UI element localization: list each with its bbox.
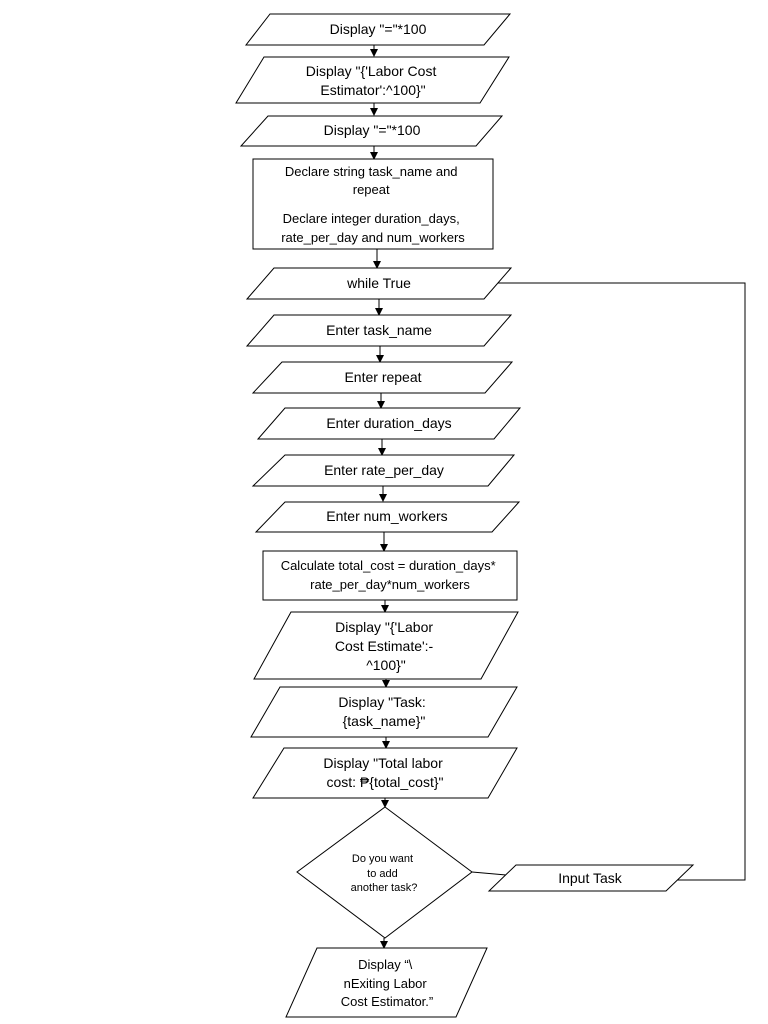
enter-rate-per-day-node bbox=[251, 454, 516, 487]
while-true-node bbox=[245, 267, 513, 300]
enter-rate-per-day-text: Enter rate_per_day bbox=[324, 462, 444, 478]
enter-task-name-text: Enter task_name bbox=[326, 322, 432, 338]
decision-add-task-node bbox=[296, 806, 473, 939]
enter-task-name-node bbox=[245, 314, 513, 347]
display-total-text: Display "Total labor cost: ₱{total_cost}… bbox=[323, 755, 446, 790]
display-exit-text: Display “\ nExiting Labor Cost Estimator… bbox=[341, 957, 433, 1009]
display-separator-top-text: Display "="*100 bbox=[330, 21, 427, 37]
enter-duration-days-text: Enter duration_days bbox=[326, 415, 451, 431]
display-separator-2-node bbox=[239, 115, 504, 147]
enter-num-workers-node bbox=[254, 501, 521, 533]
display-separator-2-text: Display "="*100 bbox=[324, 122, 421, 138]
display-estimate-header-node bbox=[253, 611, 519, 680]
input-task-node bbox=[487, 864, 695, 892]
enter-num-workers-text: Enter num_workers bbox=[326, 508, 447, 524]
display-separator-top-node bbox=[244, 13, 512, 46]
display-title-node bbox=[235, 56, 510, 104]
display-task-text: Display "Task: {task_name}" bbox=[338, 694, 429, 729]
connector-input-loop-back bbox=[485, 279, 746, 881]
enter-repeat-node bbox=[251, 361, 514, 394]
while-true-text: while True bbox=[346, 275, 411, 291]
enter-repeat-text: Enter repeat bbox=[344, 369, 421, 385]
display-exit-node bbox=[285, 947, 488, 1018]
declare-variables-text: Declare string task_name and repeat Decl… bbox=[281, 164, 465, 245]
calculate-total-node bbox=[262, 550, 518, 601]
display-task-node bbox=[250, 686, 518, 738]
display-estimate-header-text: Display "{'Labor Cost Estimate':- ^100}" bbox=[335, 619, 437, 673]
calculate-total-text: Calculate total_cost = duration_days* ra… bbox=[281, 558, 500, 592]
decision-add-task-text: Do you want to add another task? bbox=[351, 853, 418, 894]
enter-duration-days-node bbox=[256, 407, 522, 440]
declare-variables-node bbox=[252, 158, 494, 250]
display-title-text: Display "{'Labor Cost Estimator':^100}" bbox=[306, 63, 440, 98]
display-total-node bbox=[252, 747, 518, 799]
input-task-text: Input Task bbox=[558, 870, 623, 886]
